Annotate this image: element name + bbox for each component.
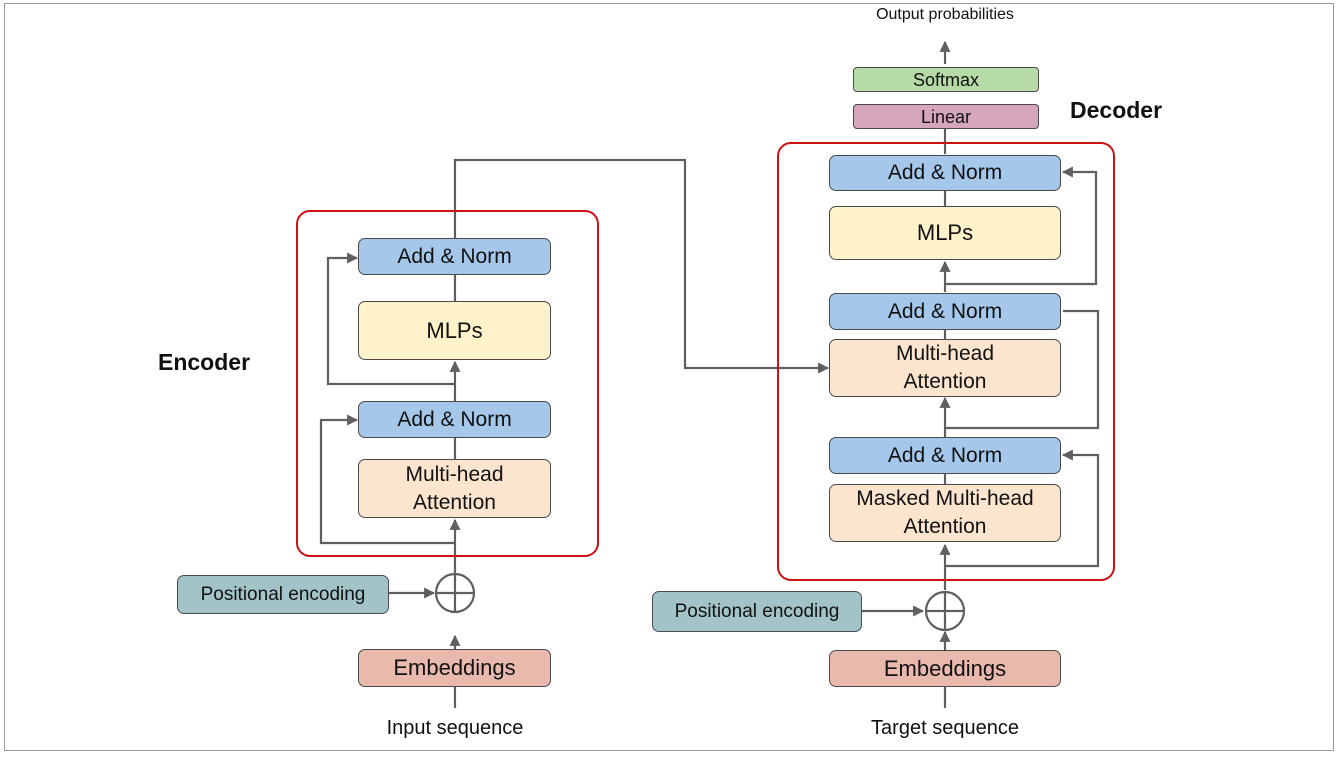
encoder-multihead-attention: Multi-head Attention bbox=[358, 459, 551, 518]
enc-add-plus-icon bbox=[436, 574, 474, 612]
dec-residual-2-line bbox=[945, 309, 1100, 430]
encoder-input-label: Input sequence bbox=[386, 717, 524, 739]
encoder-mlps: MLPs bbox=[358, 301, 551, 360]
decoder-input-label: Target sequence bbox=[871, 717, 1019, 739]
linear-layer: Linear bbox=[853, 104, 1039, 129]
output-probabilities-label: Output probabilities bbox=[876, 6, 1014, 23]
enc-residual-2-arrow bbox=[326, 252, 455, 386]
softmax-layer: Softmax bbox=[853, 67, 1039, 92]
encoder-add-norm-top: Add & Norm bbox=[358, 238, 551, 275]
encoder-block-outline bbox=[296, 210, 599, 557]
enc-residual-1-arrow bbox=[319, 414, 455, 545]
decoder-mlps: MLPs bbox=[829, 206, 1061, 260]
decoder-add-norm-bottom: Add & Norm bbox=[829, 437, 1061, 474]
dec-add-plus-icon bbox=[926, 592, 964, 630]
decoder-cross-attention: Multi-head Attention bbox=[829, 339, 1061, 397]
dec-residual-1-arrow bbox=[945, 449, 1100, 568]
decoder-positional-encoding: Positional encoding bbox=[652, 591, 862, 632]
encoder-embeddings: Embeddings bbox=[358, 649, 551, 687]
decoder-embeddings: Embeddings bbox=[829, 650, 1061, 687]
decoder-masked-attention: Masked Multi-head Attention bbox=[829, 484, 1061, 542]
decoder-heading: Decoder bbox=[1070, 97, 1163, 123]
encoder-heading: Encoder bbox=[158, 349, 251, 375]
encoder-add-norm-bottom: Add & Norm bbox=[358, 401, 551, 438]
encoder-positional-encoding: Positional encoding bbox=[177, 575, 389, 614]
decoder-add-norm-middle: Add & Norm bbox=[829, 293, 1061, 330]
decoder-add-norm-top: Add & Norm bbox=[829, 155, 1061, 191]
dec-residual-3-arrow bbox=[945, 166, 1098, 286]
enc-to-dec-cross-arrow bbox=[453, 158, 830, 374]
decoder-block-outline bbox=[777, 142, 1115, 581]
diagram-frame bbox=[4, 3, 1334, 751]
